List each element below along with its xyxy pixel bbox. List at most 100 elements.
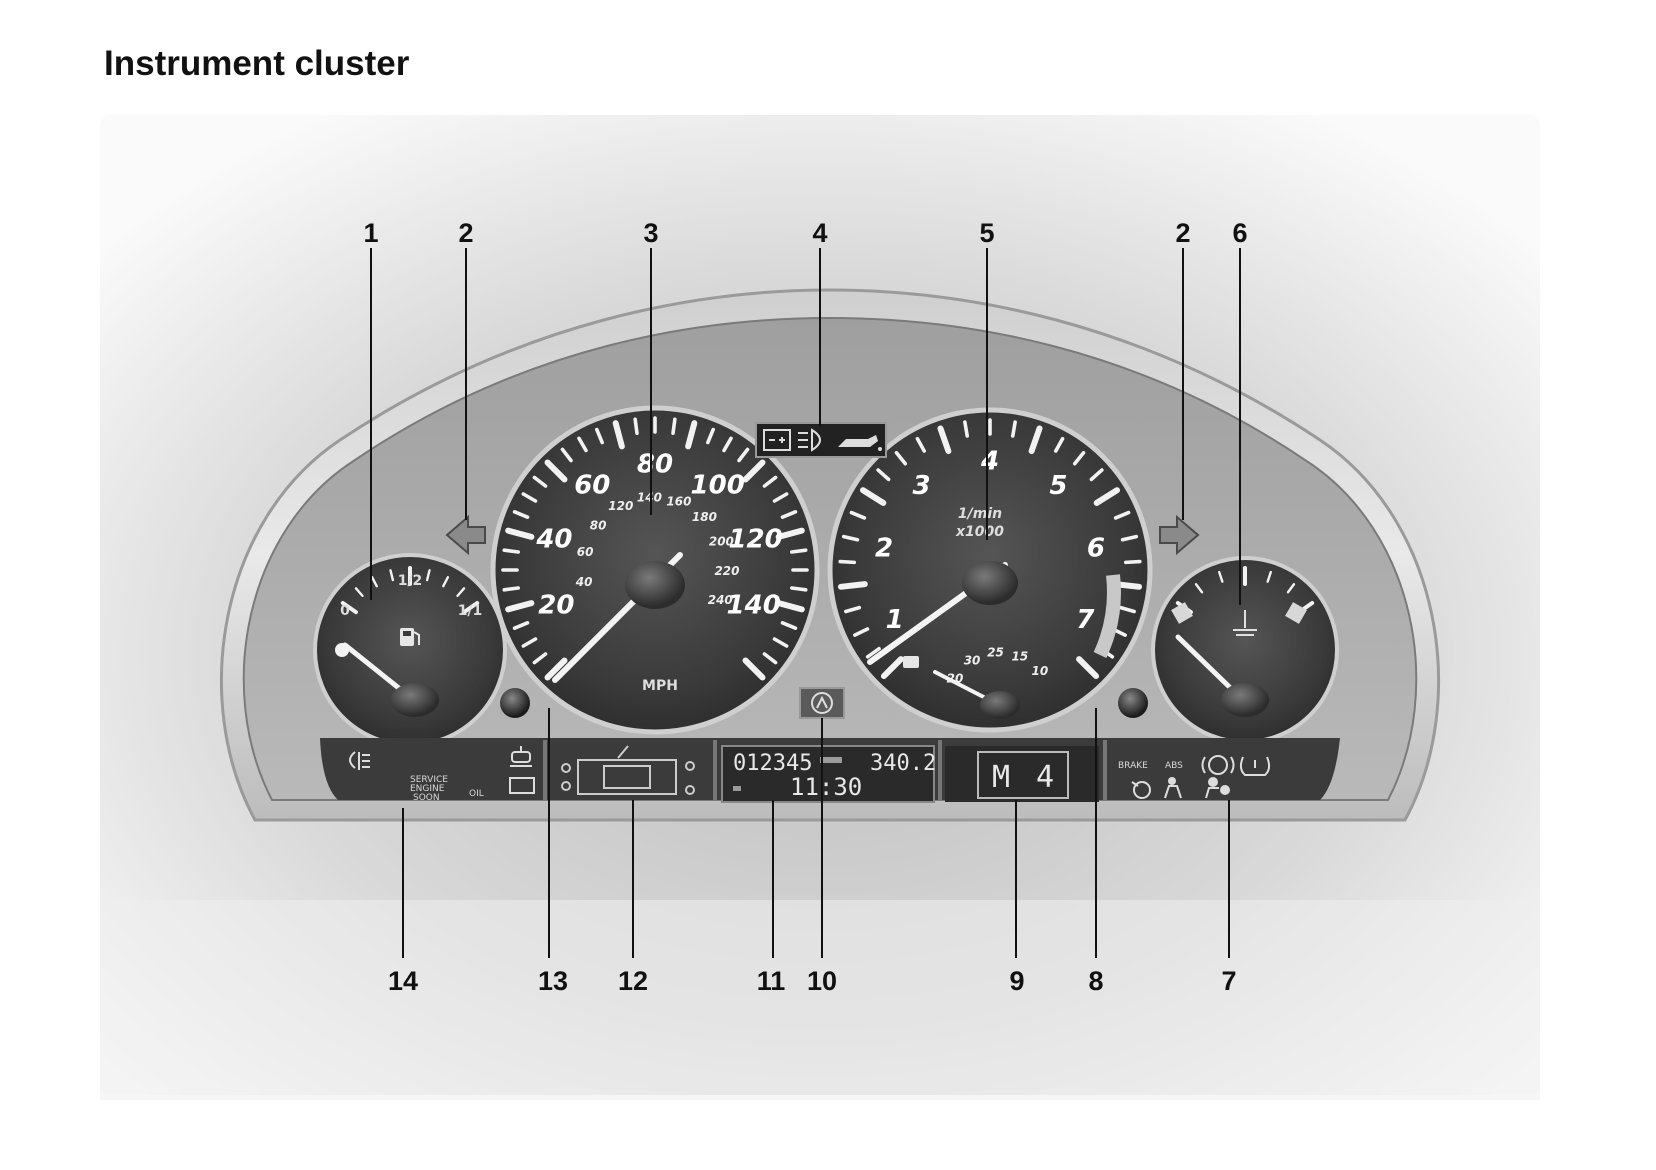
traction-control-icon bbox=[1131, 781, 1151, 799]
gauge-tick bbox=[532, 475, 548, 488]
speedometer-number: 20 bbox=[538, 590, 574, 620]
gauge-tick bbox=[1089, 468, 1104, 482]
callout-leader-lines bbox=[370, 248, 1241, 958]
speedometer-number: 60 bbox=[574, 470, 610, 500]
gauge-tick bbox=[742, 657, 766, 681]
gauge-tick bbox=[894, 450, 908, 466]
brake-warning-label: BRAKE bbox=[1118, 761, 1148, 771]
gauge-tick bbox=[876, 468, 891, 482]
gauge-tick bbox=[1118, 605, 1136, 614]
speedometer-number: 140 bbox=[727, 590, 781, 620]
gear-number: 4 bbox=[1036, 760, 1054, 795]
gauge-tick bbox=[1113, 510, 1131, 520]
rear-lamp-right-icon bbox=[685, 761, 695, 795]
service-line-1: SERVICE bbox=[410, 775, 448, 785]
speedometer-ticks bbox=[501, 416, 809, 681]
temperature-hub bbox=[1221, 683, 1269, 717]
thermometer-icon bbox=[1233, 610, 1257, 636]
callout-12: 12 bbox=[618, 966, 648, 996]
callout-6: 6 bbox=[1232, 218, 1247, 248]
callout-10: 10 bbox=[807, 966, 837, 996]
gauge-tick bbox=[937, 425, 952, 455]
service-warning-panel: SERVICE ENGINE SOON OIL bbox=[349, 746, 535, 803]
fuel-label-full: 1/1 bbox=[458, 603, 483, 619]
instrument-lighting-knob[interactable] bbox=[1118, 688, 1148, 718]
gauge-tick bbox=[837, 581, 868, 590]
speedometer-number: 80 bbox=[637, 450, 673, 480]
gauge-tick bbox=[790, 586, 808, 592]
speedometer-kmh-number: 140 bbox=[637, 491, 662, 505]
service-line-3: SOON bbox=[413, 793, 440, 803]
gauge-tick bbox=[521, 637, 538, 648]
gauge-tick bbox=[354, 587, 364, 598]
speedometer-kmh-number: 40 bbox=[575, 575, 593, 589]
rear-fog-light-icon bbox=[349, 751, 370, 770]
coolant-temperature-gauge bbox=[1151, 556, 1339, 744]
odometer-total: 012345 bbox=[733, 751, 812, 776]
page-title: Instrument cluster bbox=[104, 44, 410, 83]
background-fade-bottom bbox=[100, 900, 1540, 1100]
battery-charge-icon bbox=[763, 429, 791, 451]
fuel-hub bbox=[391, 683, 439, 717]
gauge-tick bbox=[462, 600, 480, 615]
gear-mode: M bbox=[992, 760, 1010, 795]
gauge-tick bbox=[722, 436, 733, 453]
oil-pressure-icon bbox=[838, 435, 882, 451]
economy-hub bbox=[980, 691, 1020, 719]
gauge-tick bbox=[505, 600, 535, 613]
gauge-tick bbox=[775, 527, 805, 540]
gauge-tick bbox=[340, 600, 358, 615]
callout-4: 4 bbox=[812, 218, 827, 248]
gauge-tick bbox=[389, 569, 395, 582]
tachometer-number: 7 bbox=[1076, 605, 1095, 635]
economy-number: 30 bbox=[964, 654, 981, 668]
speedometer-kmh-number: 160 bbox=[666, 495, 691, 509]
gauge-tick bbox=[772, 637, 789, 648]
car-outline-icon bbox=[577, 759, 677, 795]
gauge-tick bbox=[1120, 534, 1139, 542]
callout-2-right: 2 bbox=[1175, 218, 1190, 248]
economy-number: 15 bbox=[1012, 649, 1029, 663]
gauge-tick bbox=[671, 417, 677, 435]
callout-14: 14 bbox=[388, 966, 418, 996]
gauge-tick bbox=[370, 576, 378, 588]
warning-lamp-panel: BRAKE ABS bbox=[1118, 755, 1271, 799]
gauge-tick bbox=[1028, 425, 1043, 455]
gauge-tick bbox=[502, 586, 520, 592]
economy-fuel-icon bbox=[903, 656, 919, 668]
speedometer-hub bbox=[625, 561, 685, 609]
gauge-tick bbox=[456, 587, 466, 598]
turn-signal-right-icon bbox=[1159, 514, 1200, 556]
gauge-tick bbox=[577, 436, 588, 453]
fuel-gauge-ticks bbox=[340, 566, 480, 615]
tachometer-unit-line2: x1000 bbox=[955, 524, 1004, 540]
gauge-tick bbox=[841, 534, 860, 542]
gauge-tick bbox=[762, 652, 778, 665]
gauge-tick bbox=[963, 420, 970, 438]
turn-signal-left-icon bbox=[445, 514, 486, 556]
callout-13: 13 bbox=[538, 966, 568, 996]
gauge-tick bbox=[865, 646, 881, 659]
gauge-tick bbox=[880, 656, 904, 680]
callout-5: 5 bbox=[979, 218, 994, 248]
gauge-tick bbox=[685, 420, 698, 450]
odometer-unit-marker bbox=[820, 757, 842, 763]
gauge-tick bbox=[780, 510, 798, 519]
gauge-tick bbox=[1053, 436, 1065, 453]
clock-time: 11:30 bbox=[790, 773, 862, 801]
gauge-tick bbox=[1123, 559, 1142, 565]
odometer-reset-knob[interactable] bbox=[500, 688, 530, 718]
gauge-tick bbox=[780, 621, 798, 630]
speedometer-kmh-number: 60 bbox=[577, 545, 594, 559]
battery-icon bbox=[509, 777, 535, 794]
gauge-tick bbox=[737, 447, 750, 463]
speedometer-kmh-number: 220 bbox=[714, 564, 739, 578]
callout-9: 9 bbox=[1009, 966, 1024, 996]
gauge-tick bbox=[1076, 656, 1100, 680]
speedometer-unit: MPH bbox=[642, 678, 678, 694]
tachometer-number: 6 bbox=[1087, 533, 1105, 563]
